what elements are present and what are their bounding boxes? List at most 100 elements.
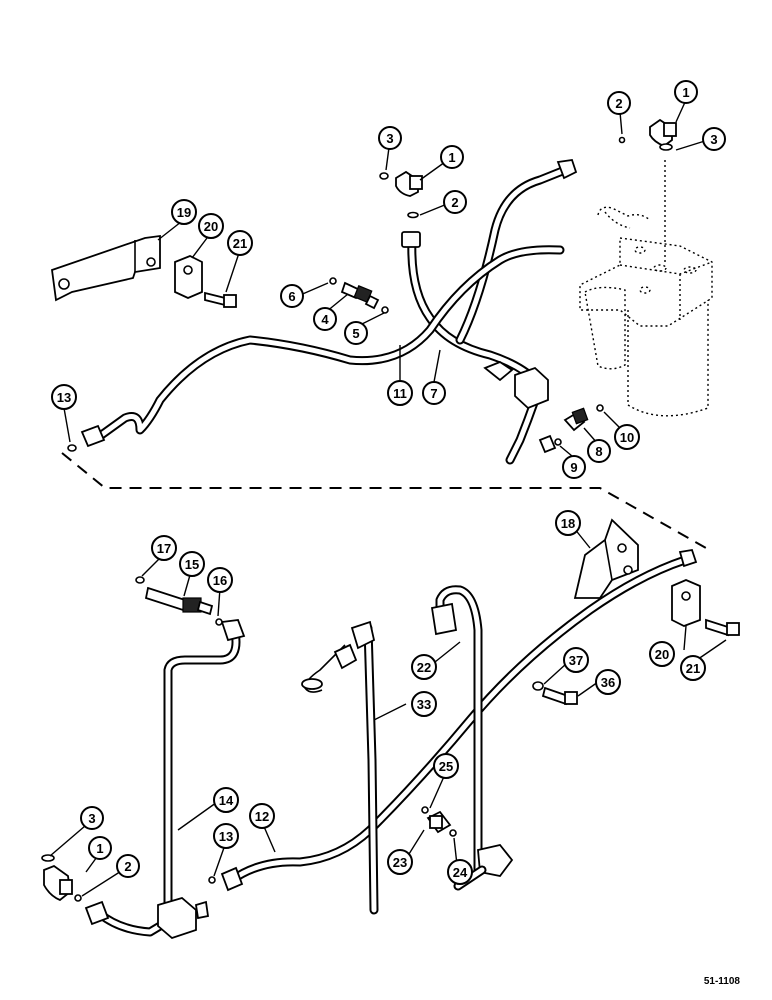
callout-number: 13 xyxy=(219,829,233,844)
callout-number: 24 xyxy=(453,865,468,880)
callout-number: 13 xyxy=(57,390,71,405)
callout-1: 1 xyxy=(440,145,464,169)
callout-circle xyxy=(88,836,112,860)
callout-number: 6 xyxy=(288,289,295,304)
callout-9: 9 xyxy=(562,455,586,479)
callout-number: 20 xyxy=(204,219,218,234)
callout-number: 18 xyxy=(561,516,575,531)
callout-number: 3 xyxy=(710,132,717,147)
callout-24: 24 xyxy=(447,859,473,885)
bracket-19 xyxy=(51,234,161,302)
callout-circle xyxy=(563,647,589,673)
callout-circle xyxy=(207,567,233,593)
tube-33 xyxy=(301,620,379,915)
callout-23: 23 xyxy=(387,849,413,875)
callout-number: 3 xyxy=(386,131,393,146)
callout-25: 25 xyxy=(433,753,459,779)
callout-19: 19 xyxy=(171,199,197,225)
callout-3: 3 xyxy=(80,806,104,830)
callout-circle xyxy=(249,803,275,829)
callout-22: 22 xyxy=(411,654,437,680)
callout-number: 20 xyxy=(655,647,669,662)
callout-number: 33 xyxy=(417,697,431,712)
callout-36: 36 xyxy=(595,669,621,695)
callout-number: 19 xyxy=(177,205,191,220)
callout-number: 7 xyxy=(430,386,437,401)
callout-circle xyxy=(702,127,726,151)
callout-circle xyxy=(387,380,413,406)
callout-5: 5 xyxy=(344,321,368,345)
callout-12: 12 xyxy=(249,803,275,829)
callout-21: 21 xyxy=(227,230,253,256)
callout-circle xyxy=(555,510,581,536)
callout-circle xyxy=(378,126,402,150)
tube-7 xyxy=(401,159,578,385)
callout-circle xyxy=(649,641,675,667)
fitting-23 xyxy=(421,806,457,837)
callout-number: 1 xyxy=(448,150,455,165)
callout-circle xyxy=(411,654,437,680)
elbow-fitting-top-right xyxy=(618,118,677,151)
callout-circle xyxy=(80,806,104,830)
elbow-fitting-bottom-left xyxy=(41,854,82,902)
clamp-20-bottom xyxy=(671,579,701,627)
callout-33: 33 xyxy=(411,691,437,717)
callout-circle xyxy=(213,787,239,813)
elbow-fitting-top-center xyxy=(379,170,423,219)
tube-12 xyxy=(220,548,698,892)
callout-2: 2 xyxy=(116,854,140,878)
callout-16: 16 xyxy=(207,567,233,593)
callout-circle xyxy=(213,823,239,849)
fitting-4 xyxy=(329,277,389,314)
callout-18: 18 xyxy=(555,510,581,536)
callout-number: 9 xyxy=(570,460,577,475)
callout-10: 10 xyxy=(614,424,640,450)
callout-number: 1 xyxy=(682,85,689,100)
callout-3: 3 xyxy=(702,127,726,151)
callout-14: 14 xyxy=(213,787,239,813)
callout-13: 13 xyxy=(51,384,77,410)
callout-number: 2 xyxy=(124,859,131,874)
fitting-15 xyxy=(135,576,223,626)
tube-11 xyxy=(67,245,565,452)
callout-1: 1 xyxy=(88,836,112,860)
callout-circle xyxy=(422,381,446,405)
callout-20: 20 xyxy=(198,213,224,239)
callout-circle xyxy=(387,849,413,875)
callout-17: 17 xyxy=(151,535,177,561)
callout-circle xyxy=(680,655,706,681)
callout-number: 4 xyxy=(321,312,329,327)
callout-21: 21 xyxy=(680,655,706,681)
callout-circle xyxy=(116,854,140,878)
callout-circle xyxy=(433,753,459,779)
callout-number: 36 xyxy=(601,675,615,690)
callout-circle xyxy=(443,190,467,214)
callout-3: 3 xyxy=(378,126,402,150)
callout-circle xyxy=(198,213,224,239)
callout-37: 37 xyxy=(563,647,589,673)
callout-number: 15 xyxy=(185,557,199,572)
callout-7: 7 xyxy=(422,381,446,405)
callout-number: 25 xyxy=(439,759,453,774)
callout-number: 21 xyxy=(233,236,247,251)
tee-block-upper xyxy=(483,360,562,465)
callout-1: 1 xyxy=(674,80,698,104)
tee-block-lower xyxy=(84,876,216,940)
callout-circle xyxy=(280,284,304,308)
callout-circle xyxy=(614,424,640,450)
fitting-8 xyxy=(563,404,604,432)
callout-number: 3 xyxy=(88,811,95,826)
callout-circle xyxy=(227,230,253,256)
callout-circle xyxy=(411,691,437,717)
callout-11: 11 xyxy=(387,380,413,406)
callout-number: 37 xyxy=(569,653,583,668)
callout-circle xyxy=(562,455,586,479)
callout-number: 1 xyxy=(96,841,103,856)
callout-4: 4 xyxy=(313,307,337,331)
bolt-21-bottom xyxy=(705,618,740,637)
callout-6: 6 xyxy=(280,284,304,308)
callout-13: 13 xyxy=(213,823,239,849)
